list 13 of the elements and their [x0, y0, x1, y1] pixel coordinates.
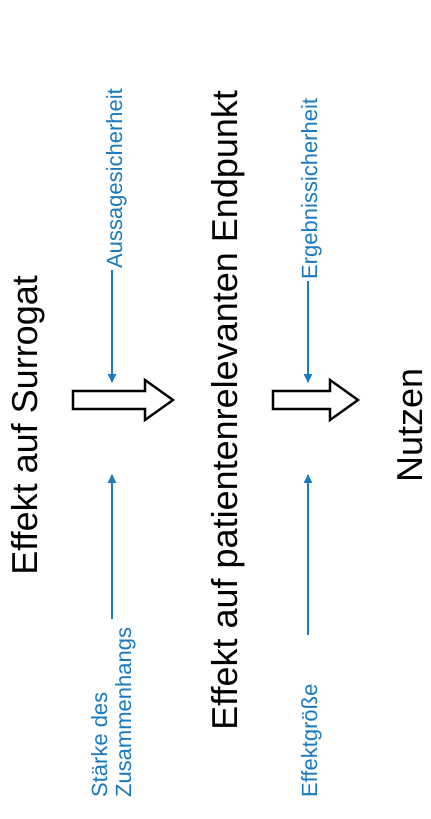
hollow-arrow — [72, 378, 176, 422]
arrow — [304, 474, 312, 635]
factor-label: Stärke des Zusammenhangs — [88, 626, 136, 797]
arrow — [108, 270, 116, 383]
main-label: Nutzen — [390, 366, 430, 484]
hollow-arrow — [272, 378, 360, 422]
factor-label: Ergebnissicherheit — [298, 97, 322, 279]
factor-label: Effektgröße — [298, 682, 322, 797]
main-label: Effekt auf patientenrelevanten Endpunkt — [205, 89, 245, 732]
factor-label: Aussagesicherheit — [102, 87, 128, 268]
arrow — [108, 474, 116, 619]
main-label: Effekt auf Surrogat — [5, 274, 45, 577]
arrow — [304, 281, 312, 383]
